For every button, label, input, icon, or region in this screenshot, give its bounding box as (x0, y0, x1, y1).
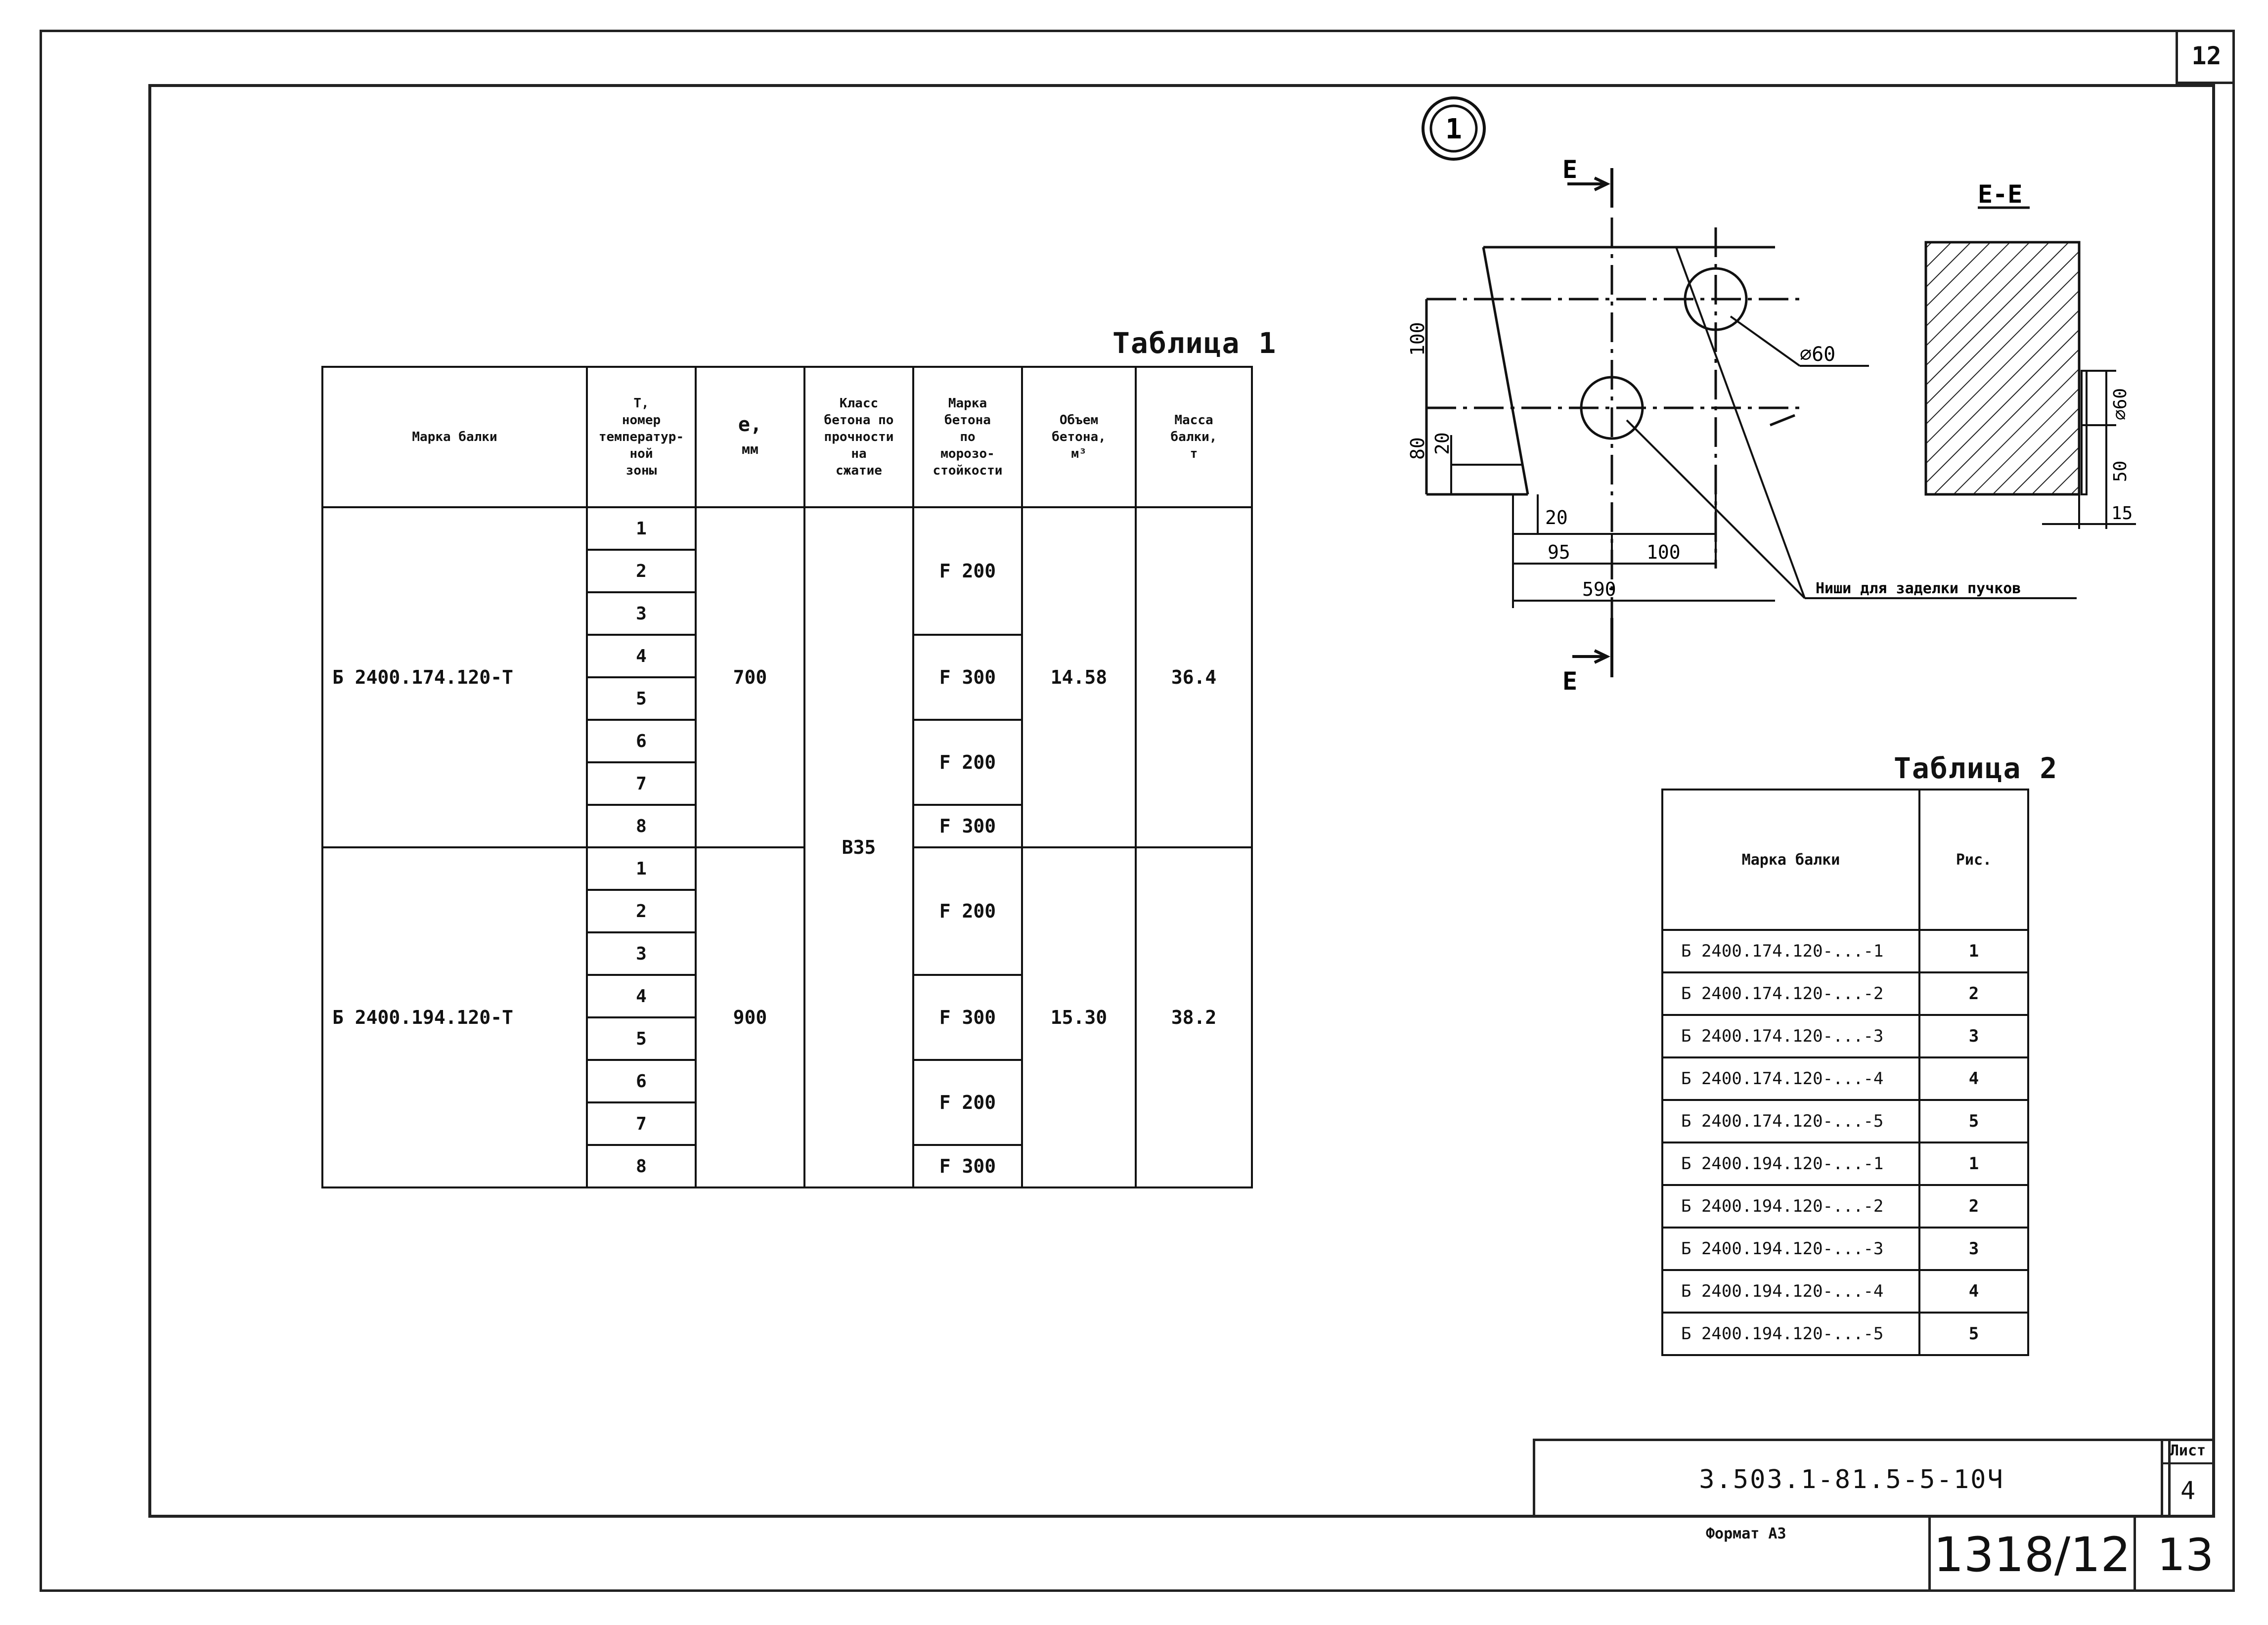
table2-header-row: Марка балки Рис. (1661, 789, 2029, 931)
table2-caption: Таблица 2 (1894, 751, 2058, 785)
t1-zone: 3 (586, 591, 697, 636)
section-letter-bottom: Е (1562, 667, 1577, 696)
section-marker-bottom (1572, 618, 1613, 677)
archive-stamp: 1318/12 (1928, 1518, 2136, 1592)
t1-zone: 8 (586, 1144, 697, 1188)
t2-header-fig: Рис. (1918, 789, 2029, 931)
t1-frost: F 300 (912, 634, 1023, 721)
diameter-label: ⌀60 (1800, 343, 1835, 366)
t1-zone: 1 (586, 506, 697, 551)
t2-header-mark: Марка балки (1661, 789, 1920, 931)
t1-concrete-class: В35 (803, 506, 914, 1188)
t1-frost: F 200 (912, 846, 1023, 976)
dim-95: 95 (1548, 541, 1570, 563)
callout-label: Ниши для заделки пучков (1816, 580, 2021, 597)
t1-mass: 36.4 (1135, 506, 1253, 848)
detail-marker: 1 (1422, 96, 1486, 161)
t1-zone: 2 (586, 889, 697, 933)
dim-590: 590 (1582, 578, 1616, 600)
sheet-label: Лист (2161, 1440, 2215, 1464)
section-letter-top: Е (1562, 155, 1577, 184)
dim-100-vertical: 100 (1407, 322, 1428, 356)
sheet-number: 4 (2180, 1476, 2196, 1505)
document-code: 3.503.1-81.5-5-10Ч (1533, 1439, 2171, 1518)
t1-zone: 8 (586, 804, 697, 848)
svg-text:1: 1 (1445, 113, 1462, 145)
t1-zone: 7 (586, 761, 697, 806)
dimension-lines (1425, 299, 1775, 608)
beam-end-elevation (1425, 218, 1805, 633)
table-row: Б 2400.194.120-Т 1 900 F 200 15.30 38.2 (321, 846, 1253, 1188)
t1-frost: F 200 (912, 719, 1023, 806)
format-label: Формат А3 (1706, 1525, 1786, 1542)
section-diameter-label: ⌀60 (2110, 388, 2131, 420)
t1-e: 900 (695, 846, 805, 1188)
t1-header-zone: Т,номер температур-ной зоны (586, 366, 697, 508)
t1-volume: 15.30 (1021, 846, 1137, 1188)
t1-zone: 5 (586, 1016, 697, 1061)
outer-frame (40, 30, 2235, 1592)
t1-e: 700 (695, 506, 805, 848)
section-view (1924, 241, 2136, 529)
t1-zone: 6 (586, 719, 697, 763)
t1-frost: F 300 (912, 1144, 1023, 1188)
t1-frost: F 300 (912, 804, 1023, 848)
dim-20-vertical: 20 (1431, 432, 1453, 455)
t1-header-mark: Марка балки (321, 366, 588, 508)
t1-zone: 2 (586, 549, 697, 593)
dim-100-horizontal: 100 (1646, 541, 1681, 563)
t1-mark: Б 2400.194.120-Т (321, 846, 588, 1188)
t1-volume: 14.58 (1021, 506, 1137, 848)
t1-zone: 7 (586, 1101, 697, 1146)
table1-header-row: Марка балки Т,номер температур-ной зоны … (321, 366, 1253, 508)
t1-zone: 4 (586, 974, 697, 1018)
t1-zone: 5 (586, 676, 697, 721)
table-row: Б 2400.174.120-Т 1 700 В35 F 200 14.58 3… (321, 506, 1253, 1188)
t1-frost: F 300 (912, 974, 1023, 1061)
t1-mark: Б 2400.174.120-Т (321, 506, 588, 848)
t1-header-e: е,мм (695, 366, 805, 508)
dim-50: 50 (2110, 461, 2131, 482)
t1-mass: 38.2 (1135, 846, 1253, 1188)
t1-zone: 3 (586, 931, 697, 976)
drawing-frame (148, 84, 2215, 1518)
page-number: 13 (2157, 1529, 2214, 1581)
top-sheet-number: 12 (2176, 30, 2235, 84)
dim-20-horizontal: 20 (1545, 507, 1568, 528)
t1-zone: 1 (586, 846, 697, 891)
section-title: Е-Е (1978, 180, 2022, 209)
section-marker-top (1567, 168, 1613, 208)
dim-80-vertical: 80 (1407, 437, 1428, 460)
table1: Марка балки Т,номер температур-ной зоны … (321, 366, 1253, 1188)
t1-zone: 4 (586, 634, 697, 678)
t1-zone: 6 (586, 1059, 697, 1103)
dim-15: 15 (2111, 503, 2133, 524)
t1-frost: F 200 (912, 506, 1023, 636)
t1-frost: F 200 (912, 1059, 1023, 1146)
table1-caption: Таблица 1 (1112, 326, 1277, 360)
sheet-box (2161, 1439, 2215, 1518)
